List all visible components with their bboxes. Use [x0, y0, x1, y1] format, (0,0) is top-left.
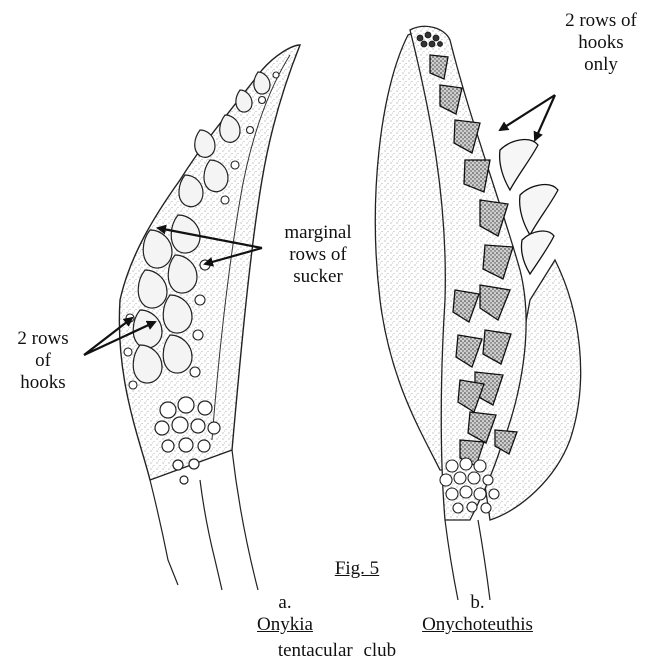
panel-b-genus: Onychoteuthis: [400, 614, 555, 636]
label-marginal-line-1: marginal: [263, 222, 373, 244]
panel-b-caption: b. Onychoteuthis: [400, 592, 555, 636]
figure-caption: Fig. 5: [322, 558, 392, 580]
panel-b-letter: b.: [400, 592, 555, 614]
label-hooks-a-line-1: 2 rows: [2, 328, 84, 350]
label-hooks-b-line-3: only: [545, 54, 657, 76]
onykia-stalk: [150, 480, 178, 585]
onychoteuthis-club-drawing: [375, 26, 580, 600]
panel-a-genus: Onykia: [230, 614, 340, 636]
label-hooks-b-line-2: hooks: [545, 32, 657, 54]
label-marginal-line-2: rows of: [263, 244, 373, 266]
tentacular-club-label: tentacular club: [252, 640, 422, 662]
label-marginal-rows: marginal rows of sucker: [263, 222, 373, 288]
label-2-rows-of-hooks: 2 rows of hooks: [2, 328, 84, 394]
panel-a-letter: a.: [230, 592, 340, 614]
label-hooks-a-line-2: of: [2, 350, 84, 372]
label-2-rows-of-hooks-only: 2 rows of hooks only: [545, 10, 657, 76]
onychoteuthis-stalk: [445, 520, 458, 600]
label-hooks-a-line-3: hooks: [2, 372, 84, 394]
label-marginal-line-3: sucker: [263, 266, 373, 288]
panel-a-caption: a. Onykia: [230, 592, 340, 636]
onykia-club-drawing: [119, 45, 300, 590]
label-hooks-b-line-1: 2 rows of: [545, 10, 657, 32]
